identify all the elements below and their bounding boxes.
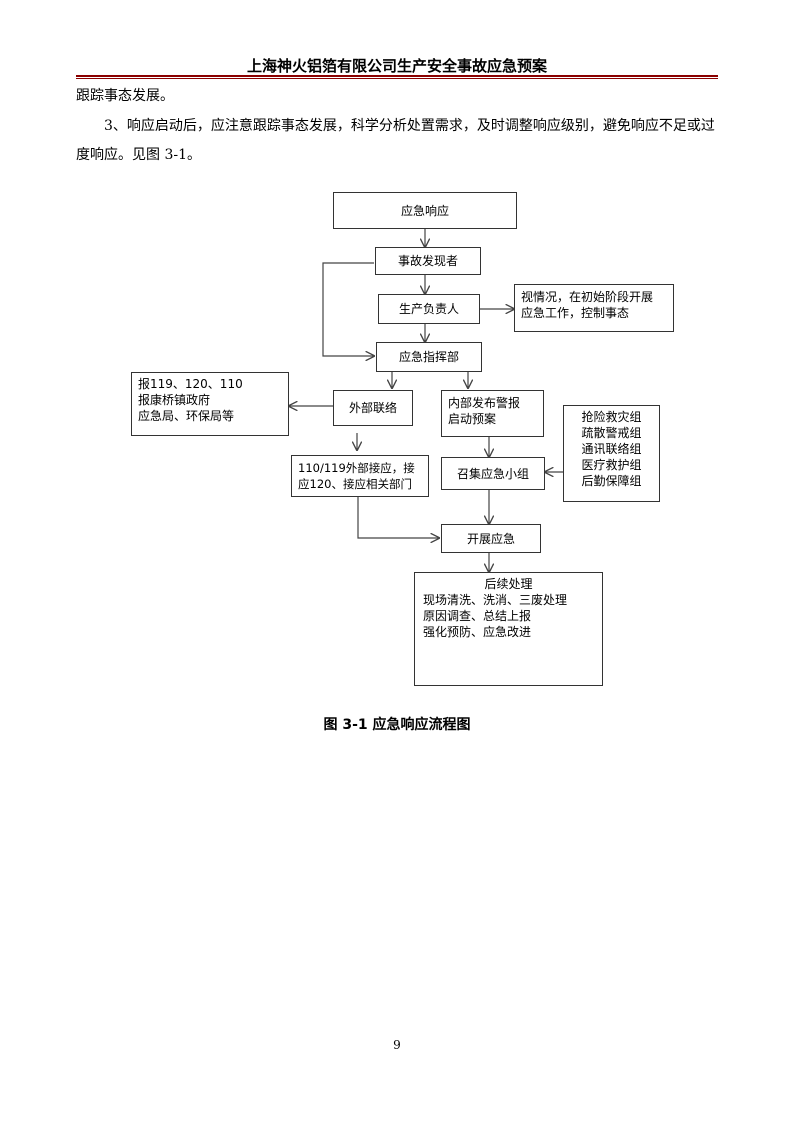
box-initial-handling: 视情况，在初始阶段开展 应急工作，控制事态 <box>514 284 674 332</box>
external-contacts-line-1: 报119、120、110 <box>138 377 243 391</box>
initial-handling-line-2: 应急工作，控制事态 <box>521 306 630 320</box>
box-start-response: 开展应急 <box>441 524 541 553</box>
external-reception-line-2: 应120、接应相关部门 <box>298 477 412 491</box>
box-production-head-label: 生产负责人 <box>398 302 459 316</box>
box-start-response-label: 开展应急 <box>466 531 515 546</box>
team-item: 通讯联络组 <box>581 442 642 456</box>
paragraph-2: 3、响应启动后，应注意跟踪事态发展，科学分析处置需求，及时调整响应级别，避免响应… <box>76 118 715 163</box>
team-item: 后勤保障组 <box>581 474 642 488</box>
box-followup: 后续处理 现场清洗、洗消、三废处理 原因调查、总结上报 强化预防、应急改进 <box>414 572 603 686</box>
figure-caption: 图 3-1 应急响应流程图 <box>323 717 471 733</box>
box-discoverer-label: 事故发现者 <box>397 254 458 268</box>
page-number: 9 <box>393 1038 401 1052</box>
external-reception-line-1: 110/119外部接应，接 <box>298 461 415 475</box>
paragraph-1: 跟踪事态发展。 <box>76 88 174 104</box>
box-production-head: 生产负责人 <box>378 294 480 324</box>
arrow-reception-to-start <box>357 497 439 538</box>
followup-item: 原因调查、总结上报 <box>423 609 532 623</box>
header-rule-thin <box>76 78 718 79</box>
box-command-center: 应急指挥部 <box>376 342 482 372</box>
box-command-center-label: 应急指挥部 <box>398 350 459 364</box>
bypass-line-discoverer-to-command <box>322 262 374 356</box>
team-item: 抢险救灾组 <box>581 410 642 424</box>
header-rule <box>76 75 718 77</box>
followup-item: 现场清洗、洗消、三废处理 <box>423 593 568 607</box>
box-assemble-teams: 召集应急小组 <box>441 457 545 490</box>
box-external-reception: 110/119外部接应，接 应120、接应相关部门 <box>291 455 429 497</box>
internal-alarm-line-2: 启动预案 <box>448 412 497 426</box>
box-external-contacts: 报119、120、110 报康桥镇政府 应急局、环保局等 <box>131 372 289 436</box>
box-emergency-response-label: 应急响应 <box>400 203 449 218</box>
box-assemble-teams-label: 召集应急小组 <box>456 466 529 481</box>
followup-title: 后续处理 <box>484 577 533 591</box>
external-contacts-line-2: 报康桥镇政府 <box>138 393 211 407</box>
box-internal-alarm: 内部发布警报 启动预案 <box>441 390 544 437</box>
internal-alarm-line-1: 内部发布警报 <box>448 396 521 410</box>
box-emergency-teams: 抢险救灾组 疏散警戒组 通讯联络组 医疗救护组 后勤保障组 <box>563 405 660 502</box>
initial-handling-line-1: 视情况，在初始阶段开展 <box>521 290 654 304</box>
external-contacts-line-3: 应急局、环保局等 <box>138 409 235 423</box>
team-item: 疏散警戒组 <box>581 426 642 440</box>
followup-item: 强化预防、应急改进 <box>423 625 532 639</box>
box-external-liaison-label: 外部联络 <box>348 401 397 415</box>
box-external-liaison: 外部联络 <box>333 390 413 426</box>
box-emergency-response: 应急响应 <box>333 192 517 229</box>
team-item: 医疗救护组 <box>581 458 642 472</box>
box-discoverer: 事故发现者 <box>375 247 481 275</box>
page-header: 上海神火铝箔有限公司生产安全事故应急预案 <box>246 57 547 75</box>
